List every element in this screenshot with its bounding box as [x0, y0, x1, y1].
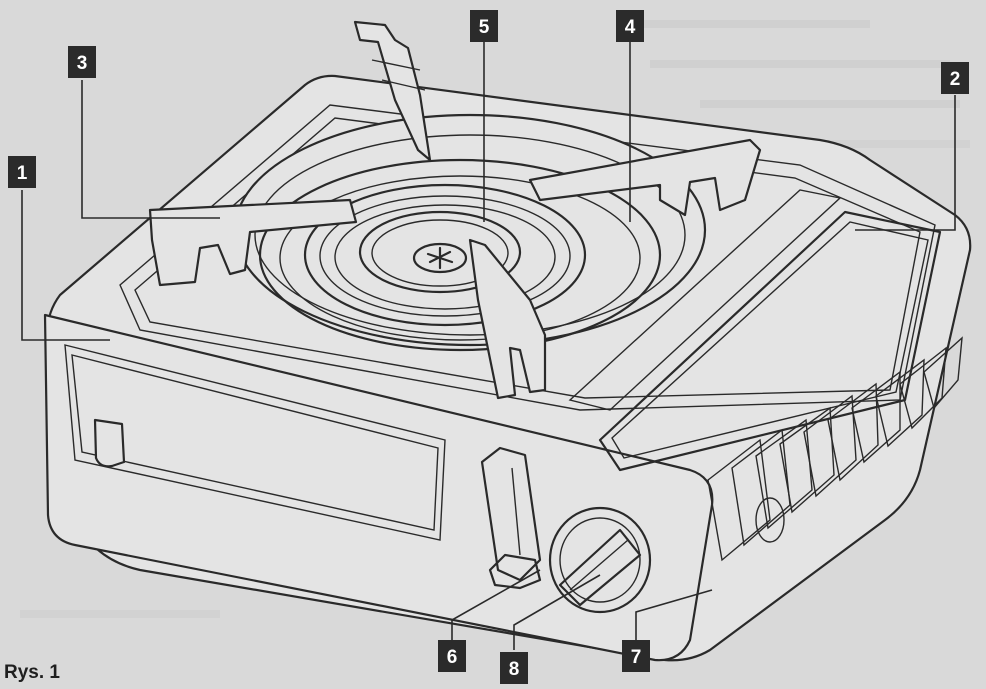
- callout-8-label: 8: [509, 659, 520, 680]
- callout-4-label: 4: [625, 17, 636, 38]
- background-texture: [20, 20, 970, 618]
- callout-7-label: 7: [631, 647, 642, 668]
- callout-5: 5: [470, 10, 498, 42]
- callout-3: 3: [68, 46, 96, 78]
- callout-4: 4: [616, 10, 644, 42]
- pan-supports: [148, 20, 762, 400]
- callout-3-label: 3: [77, 53, 88, 74]
- callout-2: 2: [941, 62, 969, 94]
- callout-8: 8: [500, 652, 528, 684]
- callout-2-label: 2: [950, 69, 961, 90]
- figure-caption: Rys. 1: [4, 662, 60, 683]
- callout-1-label: 1: [17, 163, 28, 184]
- leader-lines: [21, 42, 956, 650]
- side-ribs: [707, 336, 963, 562]
- controls: [480, 446, 652, 614]
- callout-1: 1: [8, 156, 36, 188]
- callout-7: 7: [622, 640, 650, 672]
- callout-6: 6: [438, 640, 466, 672]
- callout-6-label: 6: [447, 647, 458, 668]
- callout-5-label: 5: [479, 17, 490, 38]
